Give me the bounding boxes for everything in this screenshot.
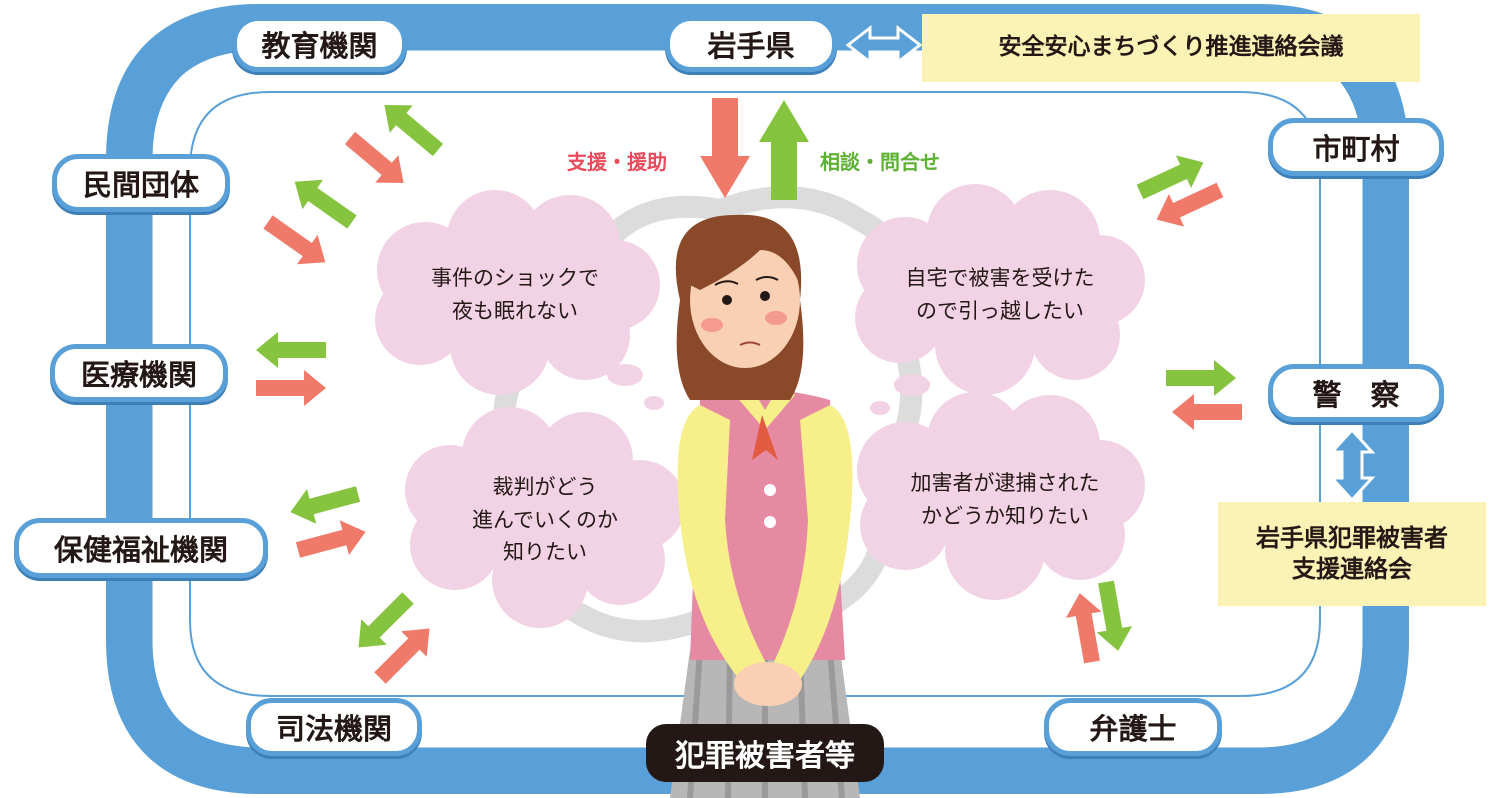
node-municipality: 市町村 [1268, 118, 1444, 176]
thought-line: 加害者が逮捕された [910, 471, 1100, 496]
thought-line: 知りたい [503, 540, 587, 565]
thought-text-1: 事件のショックで 夜も眠れない [395, 240, 635, 350]
node-welfare: 保健福祉機関 [14, 518, 268, 578]
victim-label: 犯罪被害者等 [646, 724, 884, 782]
council-label: 安全安心まちづくり推進連絡会議 [998, 34, 1344, 61]
thought-bubble-2 [855, 184, 1145, 395]
support-label: 支援・援助 [567, 150, 667, 174]
arrow-to-victim [374, 628, 430, 684]
arrow-to-org [256, 332, 326, 368]
node-private: 民間団体 [52, 154, 230, 212]
node-label: 岩手県 [707, 29, 795, 63]
node-label: 市町村 [1312, 132, 1400, 166]
arrow-to-victim [344, 131, 404, 183]
node-label: 警 察 [1312, 378, 1400, 412]
arrow-to-org [384, 105, 444, 157]
thought-bubble-3 [405, 407, 685, 628]
victim-illustration [670, 214, 860, 798]
arrow-to-org [1136, 155, 1204, 200]
arrow-to-victim [1172, 394, 1242, 430]
double-arrow-vertical [1328, 427, 1376, 503]
node-lawyer: 弁護士 [1044, 698, 1222, 756]
network-ring [106, 3, 1409, 794]
arrow-to-victim [295, 520, 366, 558]
arrow-to-org [358, 592, 414, 648]
node-judicial: 司法機関 [246, 698, 422, 756]
arrow-to-victim [1156, 182, 1224, 227]
arrow-to-victim [1065, 593, 1102, 664]
node-label: 弁護士 [1089, 712, 1177, 746]
exchange-arrows [256, 105, 1242, 684]
arrow-to-org [1096, 580, 1133, 651]
node-police: 警 察 [1268, 364, 1444, 422]
council-label-line2: 支援連絡会 [1292, 555, 1412, 583]
node-label: 民間団体 [82, 168, 199, 202]
node-label: 医療機関 [80, 358, 197, 392]
double-arrow-horizontal [845, 24, 923, 66]
thought-text-3: 裁判がどう 進んでいくのか 知りたい [425, 455, 665, 585]
thought-bubble-4 [857, 392, 1145, 600]
thought-line: 進んでいくのか [472, 507, 618, 532]
consult-arrow-up [759, 100, 809, 200]
node-education: 教育機関 [232, 16, 407, 72]
arrow-to-org [290, 486, 361, 524]
council-victim-support: 岩手県犯罪被害者 支援連絡会 [1218, 502, 1486, 606]
thought-line: 自宅で被害を受けた [905, 266, 1095, 291]
node-medical: 医療機関 [50, 344, 228, 402]
consult-label: 相談・問合せ [820, 150, 940, 174]
thought-line: かどうか知りたい [921, 504, 1089, 528]
thought-line: 夜も眠れない [452, 299, 578, 323]
council-label-line1: 岩手県犯罪被害者 [1256, 523, 1448, 552]
node-prefecture: 岩手県 [665, 16, 837, 72]
thought-line: ので引っ越したい [916, 299, 1084, 323]
arrow-to-org [1166, 360, 1236, 396]
arrow-to-victim [256, 370, 326, 406]
thought-bubble-1 [375, 190, 660, 395]
small-thought-bubbles [607, 364, 930, 415]
thought-text-4: 加害者が逮捕された かどうか知りたい [870, 445, 1140, 555]
thought-line: 裁判がどう [492, 475, 598, 500]
thought-line: 事件のショックで [431, 266, 599, 291]
arrow-to-victim [263, 215, 326, 265]
arrow-to-org [294, 179, 357, 229]
node-label: 教育機関 [261, 29, 378, 63]
node-label: 司法機関 [275, 712, 392, 746]
thought-text-2: 自宅で被害を受けた ので引っ越したい [870, 240, 1130, 350]
council-safe-town: 安全安心まちづくり推進連絡会議 [922, 14, 1420, 82]
node-label: 保健福祉機関 [53, 533, 228, 567]
support-arrow-down [700, 98, 750, 198]
